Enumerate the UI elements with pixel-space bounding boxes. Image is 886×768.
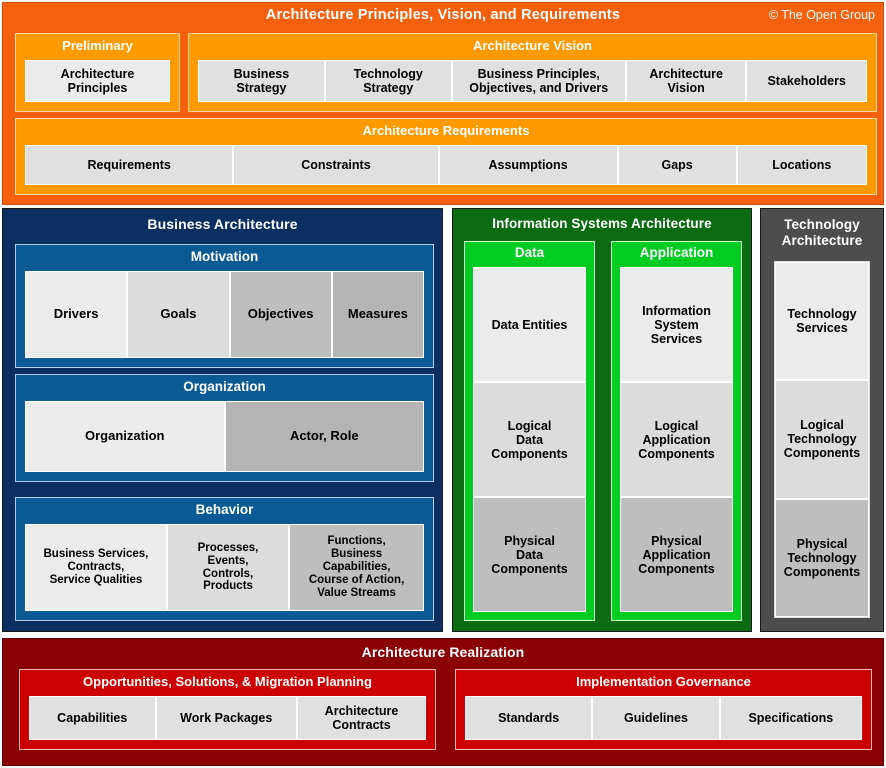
content-cell: Business Principles,Objectives, and Driv… — [451, 60, 626, 102]
content-cell: Goals — [127, 271, 230, 358]
content-cell: Standards — [465, 696, 593, 740]
content-cell: Specifications — [719, 696, 863, 740]
content-cell: Guidelines — [592, 696, 720, 740]
content-cell: Data Entities — [473, 267, 586, 382]
business-architecture-band: Business Architecture Motivation Drivers… — [2, 208, 443, 632]
opportunities-solutions-migration-planning-panel: Opportunities, Solutions, & Migration Pl… — [19, 669, 436, 750]
behavior-panel: Behavior Business Services,Contracts,Ser… — [15, 497, 434, 621]
information-systems-architecture-title: Information Systems Architecture — [492, 216, 712, 231]
content-cell: Capabilities — [29, 696, 156, 740]
architecture-realization-band: Architecture Realization Opportunities, … — [2, 638, 884, 766]
content-cell: Objectives — [229, 271, 332, 358]
content-cell: Work Packages — [155, 696, 297, 740]
content-cell: Actor, Role — [224, 401, 424, 472]
architecture-requirements-title: Architecture Requirements — [362, 123, 530, 138]
business-architecture-title: Business Architecture — [147, 216, 298, 232]
organization-title: Organization — [183, 379, 266, 394]
content-cell: Gaps — [617, 145, 737, 185]
content-cell: Assumptions — [438, 145, 618, 185]
data-title: Data — [514, 245, 545, 260]
opportunities-title: Opportunities, Solutions, & Migration Pl… — [83, 674, 372, 689]
content-cell: Business Services,Contracts,Service Qual… — [25, 524, 167, 611]
content-cell: Constraints — [233, 145, 439, 185]
preliminary-title: Preliminary — [62, 38, 133, 53]
architecture-principles-vision-requirements-band: Architecture Principles, Vision, and Req… — [2, 2, 884, 205]
content-cell: Processes,Events,Controls,Products — [166, 524, 290, 611]
architecture-realization-title: Architecture Realization — [361, 644, 525, 660]
top-band-title: Architecture Principles, Vision, and Req… — [265, 7, 621, 23]
content-cell: Requirements — [25, 145, 234, 185]
application-title: Application — [639, 245, 714, 260]
copyright-notice: © The Open Group — [768, 8, 875, 22]
behavior-cells: Business Services,Contracts,Service Qual… — [25, 524, 424, 611]
content-cell: Locations — [736, 145, 867, 185]
content-cell: Drivers — [25, 271, 128, 358]
content-cell: Stakeholders — [746, 60, 867, 102]
motivation-title: Motivation — [190, 249, 259, 264]
information-systems-architecture-band: Information Systems Architecture Data Da… — [452, 208, 752, 632]
content-cell: Measures — [331, 271, 424, 358]
behavior-title: Behavior — [195, 502, 254, 517]
content-cell: Organization — [25, 401, 225, 472]
architecture-vision-title: Architecture Vision — [473, 38, 592, 53]
implementation-governance-title: Implementation Governance — [576, 674, 751, 689]
